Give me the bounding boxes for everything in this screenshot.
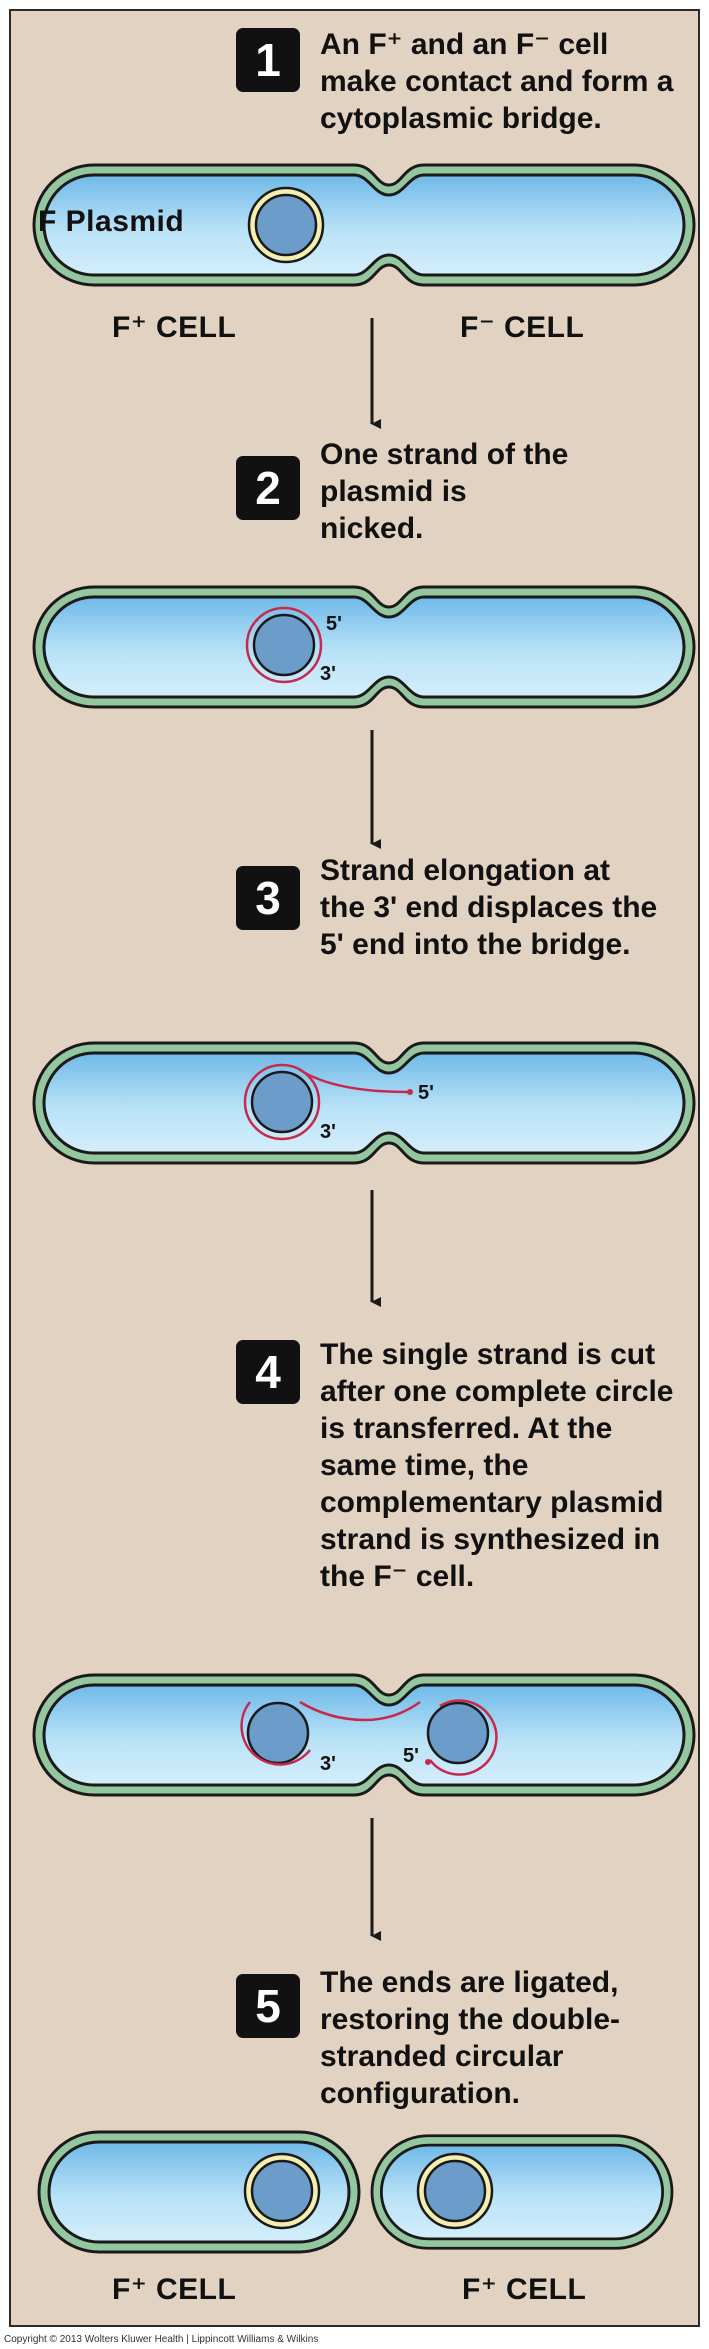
top-left-cell-label: F⁺ CELL [112, 310, 236, 345]
three-prime-label-stage-2: 3' [320, 663, 336, 685]
nicked-plasmid-stage-2 [247, 608, 321, 682]
copyright-notice: Copyright © 2013 Wolters Kluwer Health |… [4, 2334, 318, 2345]
three-prime-label-stage-3: 3' [320, 1121, 336, 1143]
step-text: Strand elongation at the 3' end displace… [320, 852, 660, 963]
step-number-badge: 3 [236, 866, 300, 930]
step-number-badge: 4 [236, 1340, 300, 1404]
five-prime-label-stage-2: 5' [326, 613, 342, 635]
f-plasmid-stage-1 [249, 188, 323, 262]
f-plasmid-right-stage-5 [418, 2154, 492, 2228]
step-text: An F⁺ and an F⁻ cell make contact and fo… [320, 26, 680, 137]
step-number-badge: 1 [236, 28, 300, 92]
f-plasmid-label: F Plasmid [38, 205, 184, 239]
bottom-right-cell-label: F⁺ CELL [462, 2272, 586, 2307]
cell-pair-stage-4 [34, 1675, 694, 1795]
five-prime-label-stage-4: 5' [403, 1745, 419, 1767]
f-plasmid-left-stage-5 [245, 2154, 319, 2228]
cell-pair-stage-3 [34, 1043, 694, 1163]
step-number-badge: 5 [236, 1974, 300, 2038]
step-number-badge: 2 [236, 456, 300, 520]
step-text: The ends are ligated, restoring the doub… [320, 1964, 670, 2112]
step-text: The single strand is cut after one compl… [320, 1336, 680, 1595]
five-prime-label-stage-3: 5' [418, 1082, 434, 1104]
top-right-cell-label: F⁻ CELL [460, 310, 584, 345]
step-text: One strand of the plasmid is nicked. [320, 436, 570, 547]
cell-pair-stage-2 [34, 587, 694, 707]
bottom-left-cell-label: F⁺ CELL [112, 2272, 236, 2307]
three-prime-label-stage-4: 3' [320, 1753, 336, 1775]
